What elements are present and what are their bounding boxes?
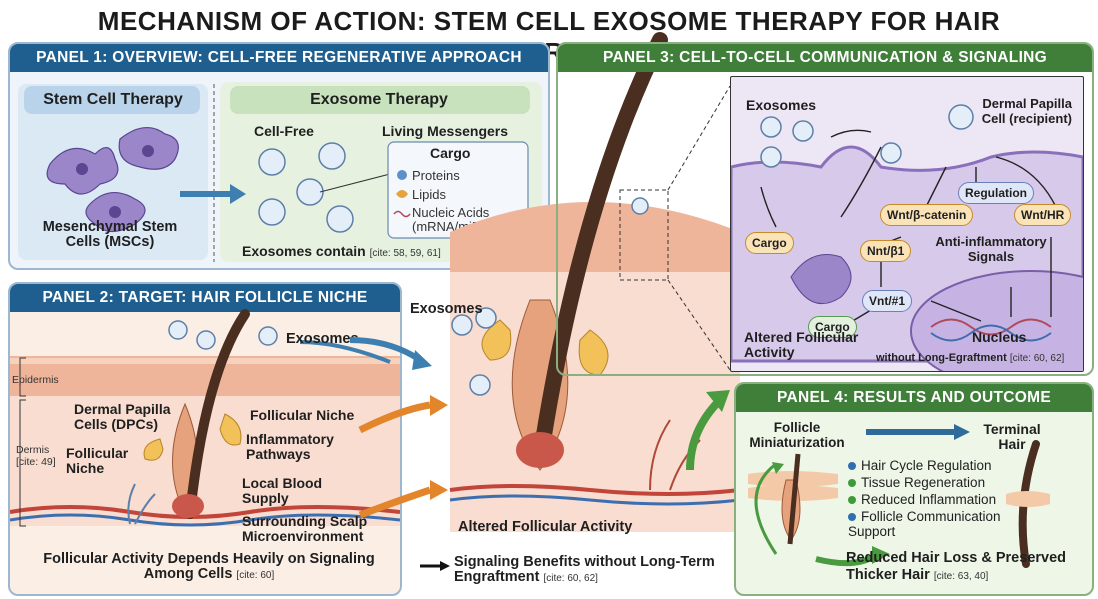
panel-4: PANEL 4: RESULTS AND OUTCOME Follicle Mi…	[734, 382, 1094, 596]
panel-2-bottom-text: Follicular Activity Depends Heavily on S…	[24, 552, 394, 583]
msc-label: Mesenchymal Stem Cells (MSCs)	[42, 219, 178, 250]
bullet-tissue: Tissue Regeneration	[848, 475, 1028, 490]
dermal-papilla-cell-label: Dermal Papilla Cell (recipient)	[981, 96, 1072, 126]
signaling-benefits-cite: [cite: 60, 62]	[543, 573, 598, 584]
panel-3-without-cite: [cite: 60, 62]	[1009, 353, 1065, 364]
dermis-label: Dermis[cite: 49]	[16, 444, 56, 468]
panel-3-exosomes	[760, 104, 974, 168]
miniaturization-label: Follicle Miniaturization	[749, 420, 845, 450]
msc-cells	[46, 127, 179, 233]
cargo-title: Cargo	[430, 145, 471, 161]
niche-right-label: Follicular Niche	[250, 407, 355, 423]
cell-free-label: Cell-Free	[254, 123, 314, 139]
anti-inflammatory-label: Anti-inflammatory Signals	[935, 234, 1047, 264]
regulation-pill: Regulation	[958, 182, 1034, 204]
panel-3: PANEL 3: CELL-TO-CELL COMMUNICATION & SI…	[556, 42, 1094, 376]
cargo-lipids: Lipids	[412, 187, 446, 202]
epidermis-label: Epidermis	[12, 374, 59, 386]
exosomes-contain-text: Exosomes contain	[242, 243, 366, 259]
signaling-benefits-text: Signaling Benefits without Long-Term Eng…	[454, 555, 754, 586]
terminal-hair-label: Terminal Hair	[983, 421, 1041, 452]
wnt-hr-pill: Wnt/HR	[1014, 204, 1072, 226]
nnt-beta1-pill: Nnt/β1	[860, 240, 912, 262]
panel-2-exosomes-label: Exosomes	[286, 331, 359, 347]
exosomes-contain-label: Exosomes contain [cite: 58, 59, 61]	[242, 244, 441, 261]
panel-2-title: PANEL 2: TARGET: HAIR FOLLICLE NICHE	[10, 284, 400, 312]
panel-2: PANEL 2: TARGET: HAIR FOLLICLE NICHE	[8, 282, 402, 596]
cargo-pill-1: Cargo	[745, 232, 794, 254]
panel-1-title: PANEL 1: OVERVIEW: CELL-FREE REGENERATIV…	[10, 44, 548, 72]
panel-4-art	[748, 424, 1050, 568]
panel-3-cell-box	[730, 76, 1084, 372]
cargo-pill-2: Cargo	[808, 316, 857, 338]
signaling-benefits-statement: Signaling Benefits without Long-Term Eng…	[454, 554, 715, 585]
bullet-communication: Follicle Communication Support	[848, 509, 1028, 539]
outcome-text: Reduced Hair Loss & Preserved Thicker Ha…	[846, 550, 1086, 585]
panel-3-without-text: without Long-Egraftment [cite: 60, 62]	[876, 352, 1064, 364]
wnt-beta-catenin-pill: Wnt/β-catenin	[880, 204, 974, 226]
bullet-text: Tissue Regeneration	[861, 475, 986, 490]
dpc-label: Dermal Papilla Cells (DPCs)	[74, 401, 171, 432]
exosome-therapy-label: Exosome Therapy	[310, 91, 448, 108]
dermis-cite: [cite: 49]	[16, 456, 56, 468]
nucleus-label: Nucleus	[972, 329, 1027, 345]
stem-cell-therapy-label: Stem Cell Therapy	[43, 91, 183, 108]
panel-1-art	[18, 82, 542, 262]
inflammatory-label: Inflammatory Pathways	[246, 431, 334, 462]
scalp-label: Surrounding Scalp Microenvironment	[242, 513, 368, 544]
bullet-inflammation: Reduced Inflammation	[848, 492, 1028, 507]
outcome-cite: [cite: 63, 40]	[933, 571, 989, 582]
outcome-bullets: Hair Cycle Regulation Tissue Regeneratio…	[848, 458, 1028, 539]
vnt-pill: Vnt/#1	[862, 290, 913, 312]
bullet-dot	[848, 462, 856, 470]
bullet-text: Reduced Inflammation	[861, 492, 997, 507]
bullet-text: Hair Cycle Regulation	[861, 458, 992, 473]
dermis-text: Dermis	[16, 444, 50, 456]
center-exosomes-label: Exosomes	[410, 301, 483, 317]
center-exosomes	[451, 197, 649, 396]
panel-2-exosomes	[168, 320, 278, 350]
bullet-dot	[848, 479, 856, 487]
exosome-vesicles	[258, 142, 354, 233]
panel-3-title: PANEL 3: CELL-TO-CELL COMMUNICATION & SI…	[558, 44, 1092, 94]
living-messengers-label: Living Messengers	[382, 123, 509, 139]
panel-2-art	[10, 309, 400, 527]
panel-2-bottom-statement: Follicular Activity Depends Heavily on S…	[43, 551, 375, 582]
exosomes-contain-cite: [cite: 58, 59, 61]	[369, 248, 441, 259]
bullet-dot	[848, 513, 856, 521]
panel-2-bottom-cite: [cite: 60]	[236, 570, 275, 581]
panel-3-altered-label: Altered Follicular Activity	[744, 329, 859, 360]
bullet-dot	[848, 496, 856, 504]
bullet-hair-cycle: Hair Cycle Regulation	[848, 458, 1028, 473]
panel-3-without-statement: without Long-Egraftment	[876, 352, 1007, 364]
panel-4-title: PANEL 4: RESULTS AND OUTCOME	[736, 384, 1092, 412]
center-altered-label: Altered Follicular Activity	[458, 519, 633, 535]
bullet-text: Follicle Communication Support	[848, 509, 1001, 539]
cargo-proteins: Proteins	[412, 168, 460, 183]
blood-supply-label: Local Blood Supply	[242, 475, 323, 506]
panel-3-exosomes-label: Exosomes	[746, 97, 817, 113]
outcome-statement: Reduced Hair Loss & Preserved Thicker Ha…	[846, 550, 1067, 583]
niche-left-label: Follicular Niche	[66, 445, 129, 476]
